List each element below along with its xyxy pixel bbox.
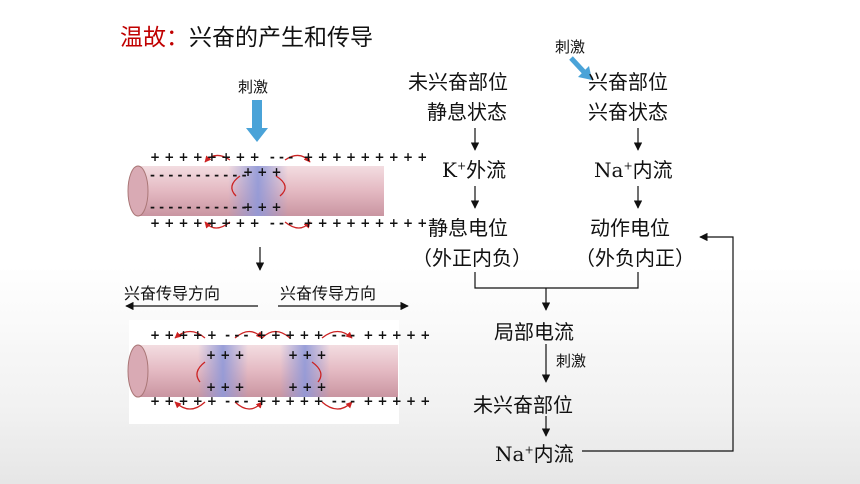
flow-right-potential: 动作电位: [590, 216, 670, 240]
left-ion-base: K: [442, 158, 457, 182]
flow-right-title-1: 兴奋部位: [588, 70, 668, 94]
bottom-inner-plus-upper-2: + + +: [288, 348, 327, 362]
top-inner-minus-lower: - - - - - - - - - - -: [150, 200, 247, 214]
top-outer-minus: - - -: [269, 150, 294, 164]
bottom-outer-charges-lower: + + + + + - - - + + + + + - - - + + + + …: [150, 394, 430, 408]
bottom-outer-minus-2: - - -: [331, 328, 356, 342]
final-ion-tail: 内流: [533, 442, 574, 466]
flow-stimulus-mid: 刺激: [556, 352, 587, 370]
top-inner-minus-upper: - - - - - - - - - - -: [150, 168, 247, 182]
right-ion-tail: 内流: [632, 158, 673, 182]
bottom-outer-plus-2: + + + + +: [256, 328, 324, 342]
top-outer-plus-left-lower: + + + + + + + +: [150, 216, 260, 230]
top-outer-plus-left: + + + + + + + +: [150, 150, 260, 164]
top-nerve-fiber: [127, 165, 384, 217]
flow-right-title-2: 兴奋状态: [588, 100, 668, 124]
flow-left-title-2: 静息状态: [427, 100, 507, 124]
top-inner-plus-lower: + + +: [243, 200, 282, 214]
flow-unexcited: 未兴奋部位: [473, 393, 573, 417]
bottom-inner-plus-upper-1: + + +: [206, 348, 245, 362]
direction-label-left: 兴奋传导方向: [124, 284, 221, 303]
page-title: 温故：兴奋的产生和传导: [120, 18, 373, 52]
flow-stimulus-arrow: [569, 56, 592, 80]
bottom-outer-plus-4: + + + + +: [150, 394, 217, 408]
bottom-inner-plus-lower-1: + + +: [206, 380, 245, 394]
direction-label-right: 兴奋传导方向: [280, 284, 377, 303]
bottom-outer-plus-5: + + + + +: [256, 394, 324, 408]
flow-right-ion: Na+内流: [594, 154, 673, 183]
flow-stimulus-top: 刺激: [555, 38, 586, 56]
final-ion-base: Na: [495, 442, 525, 466]
flow-left-potential: 静息电位: [428, 216, 508, 240]
bottom-inner-plus-lower-2: + + +: [288, 380, 327, 394]
flow-left-potential-desc: （外正内负）: [412, 246, 532, 270]
top-outer-plus-right: + + + + + + + + +: [303, 150, 428, 164]
bottom-nerve-fiber: [127, 344, 398, 398]
right-ion-sup: +: [623, 159, 633, 173]
top-outer-minus-lower: - - -: [269, 216, 294, 230]
bottom-outer-charges-upper: + + + + + - - - + + + + + - - - + + + + …: [150, 328, 430, 342]
left-ion-tail: 外流: [466, 158, 507, 182]
top-current-arrows: [204, 154, 311, 229]
bottom-outer-plus-1: + + + + +: [150, 328, 217, 342]
bottom-outer-minus-1: - - -: [225, 328, 249, 342]
flow-left-title-1: 未兴奋部位: [408, 70, 508, 94]
flow-local-current: 局部电流: [494, 320, 574, 344]
bottom-outer-minus-3: - - -: [225, 394, 249, 408]
title-prefix: 温故：: [120, 25, 189, 51]
flow-final-ion: Na+内流: [495, 438, 574, 467]
flow-right-potential-desc: （外负内正）: [575, 246, 695, 270]
flowchart-connectors: [470, 128, 734, 452]
top-stimulus-arrow: [246, 100, 268, 142]
bottom-outer-plus-3: + + + + +: [363, 328, 431, 342]
right-ion-base: Na: [594, 158, 624, 182]
top-outer-plus-right-lower: + + + + + + + + +: [303, 216, 428, 230]
bottom-outer-plus-6: + + + + +: [363, 394, 431, 408]
top-outer-charges: + + + + + + + + - - - + + + + + + + + +: [150, 150, 427, 164]
bottom-current-arrows: [174, 330, 353, 410]
flow-left-ion: K+外流: [442, 154, 506, 183]
bottom-outer-minus-4: - - -: [331, 394, 356, 408]
top-inner-plus-upper: + + +: [243, 165, 282, 179]
left-ion-sup: +: [456, 159, 467, 173]
top-outer-charges-lower: + + + + + + + + - - - + + + + + + + + +: [150, 216, 427, 230]
top-stimulus-label: 刺激: [238, 78, 269, 96]
title-main: 兴奋的产生和传导: [189, 25, 373, 51]
final-ion-sup: +: [524, 443, 534, 457]
